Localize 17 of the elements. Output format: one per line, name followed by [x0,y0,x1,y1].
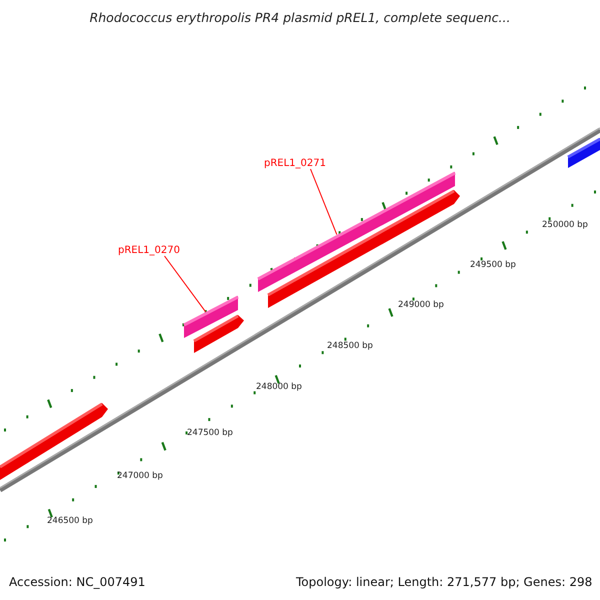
leader-line [310,168,338,236]
tick-label: 247500 bp [187,428,233,438]
tick-label: 250000 bp [542,220,588,230]
tick-label: 246500 bp [47,516,93,526]
gene-label: pREL1_0271 [264,158,326,169]
accession-text: Accession: NC_007491 [9,575,146,589]
title: Rhodococcus erythropolis PR4 plasmid pREL1, complete sequenc... [88,10,512,25]
gene-bar [183,296,239,338]
gene-label: pREL1_0270 [118,245,180,256]
leader-line [164,256,206,312]
sequence-info-text: Topology: linear; Length: 271,577 bp; Genes: 298 [296,575,592,589]
tick-label: 248000 bp [256,382,302,392]
gene-bar [257,172,456,292]
tick-label: 247000 bp [117,471,163,481]
tick-label: 249500 bp [470,260,516,270]
tick-label: 249000 bp [398,300,444,310]
tick-label: 248500 bp [327,341,373,351]
